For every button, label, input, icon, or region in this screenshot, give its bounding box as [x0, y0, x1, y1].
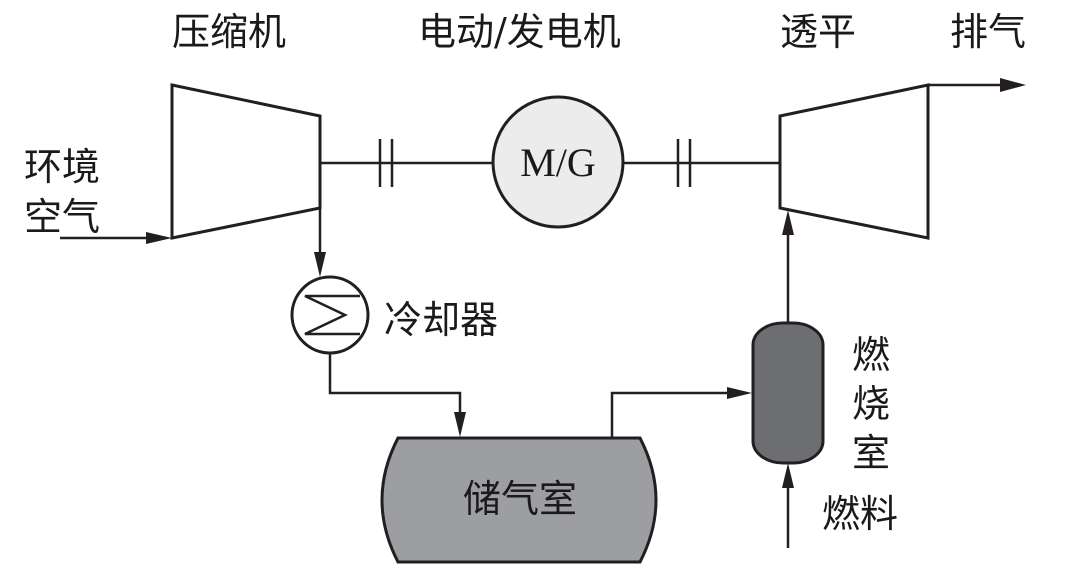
- combustor-label-line3: 室: [852, 431, 890, 475]
- fuel-inlet-arrow: [782, 463, 794, 548]
- motor-generator: M/G: [491, 95, 625, 229]
- ambient-air-label-line2: 空气: [24, 195, 100, 239]
- cooler-to-storage-arrow: [328, 353, 466, 437]
- storage-label: 储气室: [463, 477, 577, 521]
- storage-to-combustor-arrow: [610, 387, 752, 438]
- coupling-left-icon: [378, 139, 394, 187]
- compressor-to-cooler-arrow: [314, 208, 326, 277]
- compressor-label: 压缩机: [172, 10, 286, 54]
- exhaust-arrow: [928, 78, 1026, 92]
- ambient-air-label-line1: 环境: [24, 145, 100, 189]
- turbine-label: 透平: [780, 10, 856, 54]
- coupling-right-icon: [676, 139, 692, 187]
- combustor-label-line1: 燃: [852, 333, 890, 377]
- compressor-shape: [170, 83, 322, 240]
- exhaust-label: 排气: [950, 10, 1026, 54]
- fuel-label: 燃料: [822, 492, 898, 536]
- motor-generator-label: 电动/发电机: [418, 10, 621, 54]
- storage-tank: 储气室: [380, 436, 658, 564]
- combustor: [751, 321, 825, 465]
- cooler-icon: [290, 275, 370, 355]
- cooler-label: 冷却器: [384, 298, 498, 342]
- turbine-shape: [778, 83, 930, 240]
- air-inlet-arrow: [60, 232, 172, 244]
- combustor-label-line2: 烧: [852, 382, 890, 426]
- mg-symbol: M/G: [520, 140, 596, 185]
- combustor-to-turbine-arrow: [782, 210, 794, 323]
